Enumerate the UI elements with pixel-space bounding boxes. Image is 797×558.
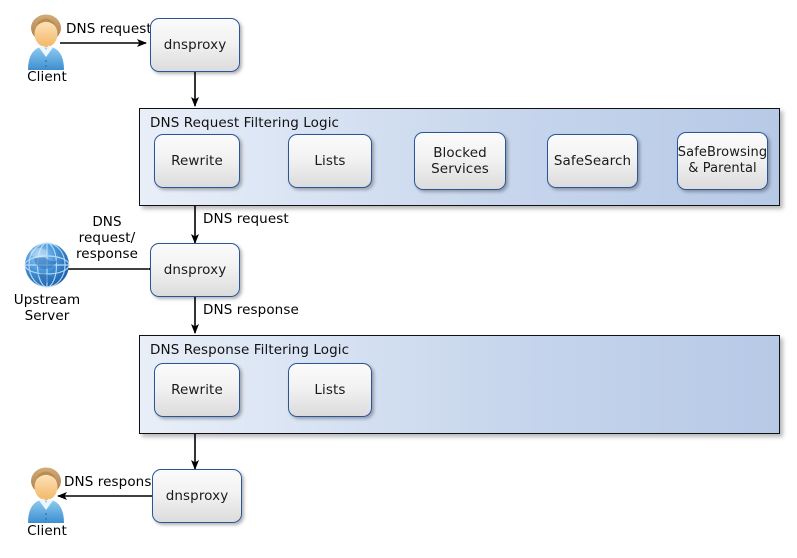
edge-label-client-request: DNS request (66, 21, 152, 37)
upstream-server-caption: Upstream Server (13, 292, 81, 324)
request-stage-lists[interactable]: Lists (288, 134, 372, 188)
dns-request-filtering-panel-title: DNS Request Filtering Logic (150, 115, 340, 131)
edge-label-proxy-response: DNS response (203, 302, 299, 318)
request-stage-safesearch[interactable]: SafeSearch (547, 134, 638, 188)
edge-label-proxy-request: DNS request (203, 211, 289, 227)
edge-label-upstream-exchange: DNS request/ response (75, 214, 139, 262)
client-bottom-caption: Client (27, 523, 67, 539)
dnsproxy-node-bottom[interactable]: dnsproxy (152, 469, 242, 523)
client-top-caption: Client (27, 69, 67, 85)
edge-label-client-response: DNS response (64, 474, 160, 490)
person-icon (28, 467, 64, 523)
dns-response-filtering-panel: DNS Response Filtering Logic (139, 335, 780, 434)
request-stage-blocked-services[interactable]: Blocked Services (414, 132, 506, 190)
request-stage-rewrite[interactable]: Rewrite (154, 134, 240, 188)
globe-icon (24, 242, 70, 288)
dns-response-filtering-panel-title: DNS Response Filtering Logic (150, 342, 350, 358)
person-icon (28, 14, 64, 70)
request-stage-safebrowsing-parental[interactable]: SafeBrowsing & Parental (677, 132, 768, 190)
response-stage-rewrite[interactable]: Rewrite (154, 363, 240, 417)
dnsproxy-node-middle[interactable]: dnsproxy (150, 243, 240, 297)
dnsproxy-node-top[interactable]: dnsproxy (150, 18, 240, 72)
response-stage-lists[interactable]: Lists (288, 363, 372, 417)
